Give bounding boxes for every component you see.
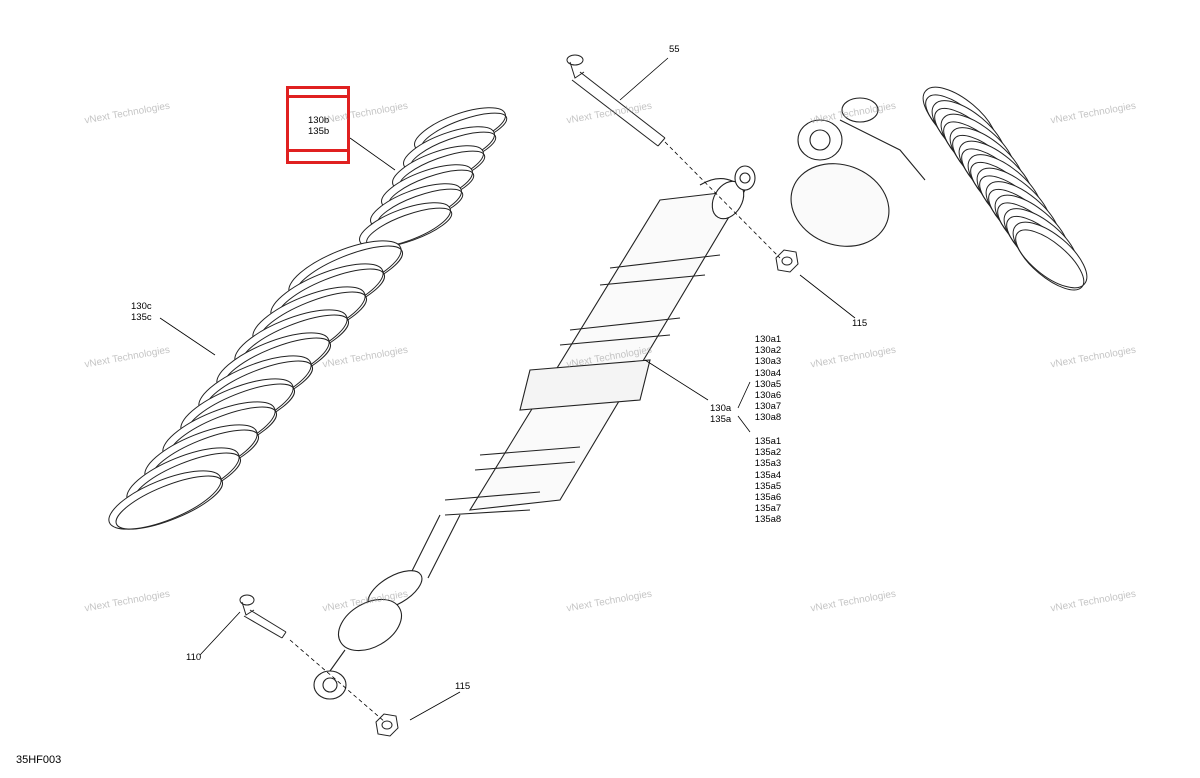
- part-number[interactable]: 135a2: [754, 447, 782, 459]
- part-number[interactable]: 135a6: [754, 492, 782, 504]
- part-number[interactable]: 135a7: [754, 503, 782, 515]
- part-number[interactable]: 130a6: [754, 390, 782, 402]
- bolt-110[interactable]: [239, 594, 287, 639]
- diagram-code: 35HF003: [16, 754, 62, 766]
- part-number[interactable]: 130a8: [754, 412, 782, 424]
- callout-130a[interactable]: 130a: [710, 403, 732, 414]
- part-number[interactable]: 135a4: [754, 469, 782, 481]
- callout-55[interactable]: 55: [669, 44, 680, 55]
- part-number[interactable]: 130a3: [754, 356, 782, 368]
- small-spring[interactable]: [354, 99, 510, 257]
- callout-135c[interactable]: 135c: [131, 312, 152, 323]
- part-number[interactable]: 135a1: [754, 436, 782, 447]
- shock-absorber[interactable]: [313, 165, 756, 700]
- nut-115-bottom[interactable]: [375, 713, 399, 737]
- spring-coil-inner: [1015, 229, 1085, 291]
- nut-115-top[interactable]: [775, 249, 799, 273]
- part-number[interactable]: 130a1: [754, 334, 782, 345]
- callout-135b[interactable]: 135b: [308, 126, 330, 137]
- spring-coil: [108, 470, 222, 530]
- leader-lines: [159, 57, 856, 723]
- callout-115-top[interactable]: 115: [852, 318, 868, 329]
- callout-130c[interactable]: 130c: [131, 301, 152, 312]
- highlight-box: [286, 86, 350, 164]
- callout-115-bottom[interactable]: 115: [455, 681, 471, 692]
- part-number[interactable]: 130a4: [754, 367, 782, 379]
- part-number[interactable]: 130a7: [754, 401, 782, 413]
- large-spring[interactable]: [102, 229, 409, 541]
- spring-coil-inner: [115, 475, 224, 530]
- spring-coil: [359, 202, 451, 248]
- part-number[interactable]: 130a2: [754, 345, 782, 357]
- part-number[interactable]: 135a5: [754, 480, 782, 492]
- assembled-shock[interactable]: [913, 76, 1098, 300]
- part-number[interactable]: 135a8: [754, 514, 782, 526]
- callout-110[interactable]: 110: [186, 652, 202, 663]
- callout-135a[interactable]: 135a: [710, 414, 732, 425]
- part-number[interactable]: 135a3: [754, 458, 782, 470]
- part-number[interactable]: 130a5: [754, 378, 782, 390]
- spring-coil: [1012, 221, 1088, 289]
- bolt-55[interactable]: [566, 54, 666, 147]
- callout-130b[interactable]: 130b: [308, 115, 330, 126]
